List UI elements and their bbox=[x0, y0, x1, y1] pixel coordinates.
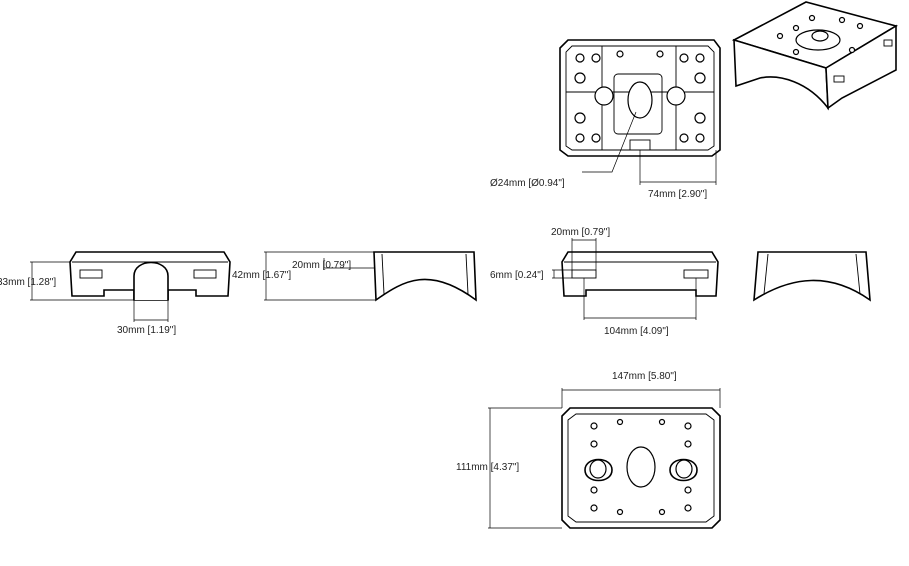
left-side-view bbox=[30, 251, 231, 322]
top-view bbox=[559, 39, 721, 185]
end-view bbox=[264, 251, 477, 302]
base-depth-label: 111mm [4.37"] bbox=[456, 462, 519, 473]
front-offset-label: 20mm [0.79"] bbox=[551, 227, 610, 238]
hole-diameter-label: Ø24mm [Ø0.94"] bbox=[490, 178, 565, 189]
side-height-label: 33mm [1.28"] bbox=[0, 277, 56, 288]
front-height-label: 6mm [0.24"] bbox=[490, 270, 544, 281]
slot-width-label: 30mm [1.19"] bbox=[117, 325, 176, 336]
base-width-label: 147mm [5.80"] bbox=[612, 371, 677, 382]
isometric-view bbox=[731, 1, 899, 111]
top-width-label: 74mm [2.90"] bbox=[648, 189, 707, 200]
front-view bbox=[552, 238, 719, 320]
total-height-label: 42mm [1.67"] bbox=[232, 270, 291, 281]
right-end-view bbox=[753, 251, 871, 302]
slot-spacing-label: 104mm [4.09"] bbox=[604, 326, 669, 337]
side-offset-label: 20mm [0.79"] bbox=[292, 260, 351, 271]
base-view bbox=[488, 388, 721, 529]
